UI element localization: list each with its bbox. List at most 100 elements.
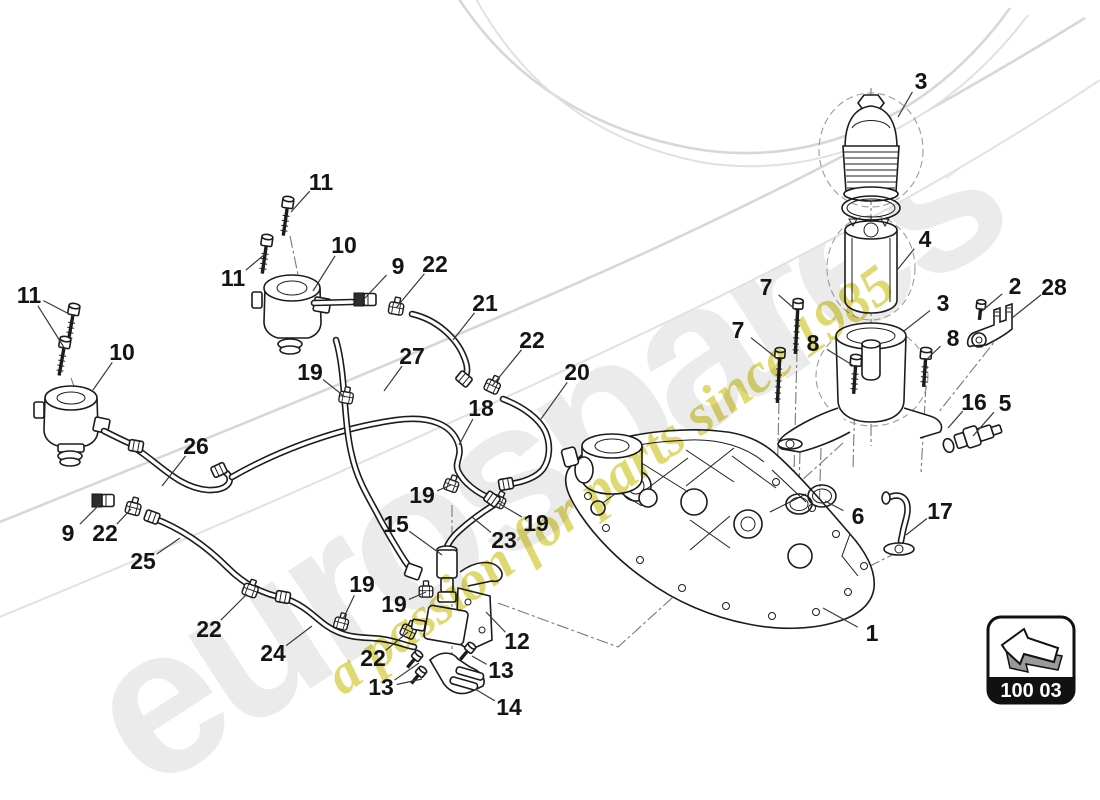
callout-label-14-part-22: 22 — [519, 327, 545, 353]
leader-line — [220, 593, 248, 621]
leader-line — [116, 508, 132, 525]
callout-label-33-part-7: 7 — [732, 317, 745, 343]
callout-label-26-part-12: 12 — [504, 628, 530, 654]
leader-line — [395, 273, 425, 309]
pipe-18 — [228, 415, 498, 504]
leader-line — [92, 361, 113, 391]
hp-pump-right — [251, 193, 332, 355]
leader-line — [897, 248, 915, 270]
cover-orings — [785, 484, 837, 515]
leader-line — [452, 312, 476, 341]
callout-label-17-part-18: 18 — [468, 395, 494, 421]
callout-label-30-part-3: 3 — [915, 68, 928, 94]
oil-sensor — [942, 424, 1003, 454]
callout-label-4-part-25: 25 — [130, 548, 156, 574]
pipe-24 — [280, 594, 418, 651]
callout-label-16-part-27: 27 — [399, 343, 425, 369]
swoosh-curve-lower — [0, 79, 1100, 618]
callout-label-19-part-19: 19 — [409, 482, 435, 508]
leader-line — [161, 455, 187, 487]
leader-line — [540, 381, 568, 420]
callout-label-29-part-14: 14 — [496, 694, 522, 720]
callout-label-18-part-20: 20 — [564, 359, 590, 385]
leader-layer — [37, 91, 1042, 702]
screw-8b — [916, 345, 934, 390]
leader-line — [471, 655, 487, 665]
callout-label-25-part-22: 22 — [360, 645, 386, 671]
callout-label-43-part-1: 1 — [866, 620, 879, 646]
hp-pump-left — [33, 300, 111, 467]
leader-line — [383, 365, 403, 392]
leader-line — [408, 530, 443, 556]
callout-label-13-part-21: 21 — [472, 290, 498, 316]
callout-label-8-part-11: 11 — [309, 169, 334, 195]
leader-line — [385, 631, 409, 651]
leader-line — [497, 502, 523, 518]
leader-line — [245, 253, 266, 271]
leader-line — [485, 611, 506, 633]
leader-line — [312, 255, 336, 292]
leader-line — [156, 537, 181, 555]
swirl-top-outer — [458, 0, 1012, 155]
callout-label-41-part-6: 6 — [852, 503, 865, 529]
callout-label-37-part-2: 2 — [1009, 273, 1022, 299]
reference-box-band — [988, 677, 1074, 703]
leader-line — [37, 305, 66, 350]
callout-label-35-part-3: 3 — [937, 290, 950, 316]
pipe-25 — [149, 514, 288, 602]
leader-line — [408, 591, 427, 600]
callout-label-7-part-24: 24 — [260, 640, 286, 666]
pipe-20 — [499, 395, 553, 488]
leader-line — [474, 688, 496, 702]
callout-label-32-part-7: 7 — [760, 274, 773, 300]
leader-line — [458, 418, 474, 446]
callout-label-20-part-15: 15 — [383, 511, 409, 537]
callout-label-34-part-8: 8 — [807, 330, 820, 356]
callout-label-15-part-19: 19 — [297, 359, 323, 385]
leader-line — [903, 310, 931, 332]
union-9-left — [91, 493, 115, 508]
callout-label-0-part-11: 11 — [17, 282, 42, 308]
oil-filter-assembly — [770, 92, 1013, 556]
cover-pump-cluster — [560, 433, 658, 516]
leader-line — [436, 484, 452, 492]
reference-box[interactable]: 100 03 — [986, 615, 1076, 705]
leader-line — [947, 410, 964, 429]
callout-label-3-part-22: 22 — [92, 520, 118, 546]
leader-line — [79, 502, 102, 525]
callout-label-21-part-23: 23 — [491, 527, 517, 553]
leader-line — [471, 516, 492, 533]
filter-element — [844, 216, 898, 314]
callout-label-38-part-28: 28 — [1041, 274, 1067, 300]
reference-code: 100 03 — [1000, 680, 1061, 702]
cursor-arrow-icon — [1000, 627, 1063, 673]
union-9-right — [353, 292, 377, 307]
callout-label-12-part-22: 22 — [422, 251, 448, 277]
callout-label-22-part-19: 19 — [523, 510, 549, 536]
leader-line — [778, 294, 798, 312]
leader-line — [822, 607, 859, 628]
swoosh-curve-upper — [0, 16, 1086, 524]
leader-line — [905, 518, 928, 536]
callout-label-42-part-17: 17 — [927, 498, 953, 524]
leader-line — [824, 500, 844, 512]
callout-label-1-part-10: 10 — [109, 339, 135, 365]
callout-label-40-part-5: 5 — [999, 390, 1012, 416]
callout-label-24-part-19: 19 — [381, 591, 407, 617]
filter-cap — [842, 94, 900, 202]
leader-line — [972, 411, 995, 437]
callout-label-31-part-4: 4 — [919, 226, 932, 252]
callout-label-10-part-10: 10 — [331, 232, 357, 258]
watermark-swoosh-band — [0, 18, 1100, 617]
leader-line — [396, 678, 423, 686]
callout-label-28-part-13: 13 — [368, 674, 394, 700]
leader-line — [394, 662, 420, 681]
leader-line — [897, 91, 913, 118]
leader-line — [342, 595, 355, 620]
callout-label-6-part-22: 22 — [196, 616, 222, 642]
callout-label-36-part-8: 8 — [947, 325, 960, 351]
leader-line — [491, 349, 522, 387]
